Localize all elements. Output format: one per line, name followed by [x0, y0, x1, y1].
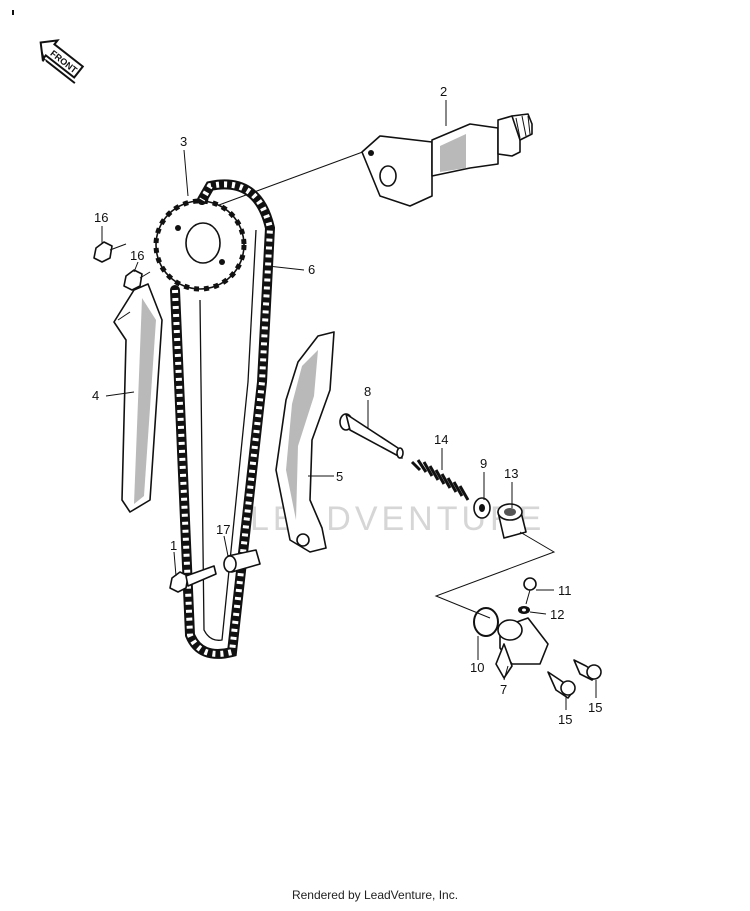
callout-6: 6: [308, 262, 315, 277]
callout-16-upper: 16: [94, 210, 108, 225]
callout-1: 1: [170, 538, 177, 553]
bolt-16-upper: [93, 241, 127, 263]
bolt-1: [169, 565, 217, 593]
camshaft: [361, 113, 533, 207]
callout-17: 17: [216, 522, 230, 537]
callout-15-right: 15: [588, 700, 602, 715]
cam-chain: [170, 179, 276, 659]
front-arrow-icon: FRONT: [39, 39, 85, 84]
camshaft-axis-line: [199, 149, 369, 213]
callout-16-lower: 16: [130, 248, 144, 263]
callout-2: 2: [440, 84, 447, 99]
callout-4: 4: [92, 388, 99, 403]
chain-guide: [113, 283, 163, 513]
footer-credit: Rendered by LeadVenture, Inc.: [291, 888, 459, 902]
callout-11: 11: [558, 583, 572, 598]
callout-7: 7: [500, 682, 507, 697]
callout-labels: 2 3 16 16 6 4 5 8 14 9 13 1 17 11 12 10 …: [92, 84, 602, 727]
callout-10: 10: [470, 660, 484, 675]
nut-9: [473, 497, 491, 519]
callout-12: 12: [550, 607, 564, 622]
collar-17: [223, 549, 261, 573]
tensioner-body-7: [495, 617, 549, 679]
sleeve-13: [497, 503, 527, 539]
leader-lines: [101, 100, 597, 710]
assembly-guide-line: [434, 531, 556, 619]
bolt-16-lower: [123, 269, 151, 291]
callout-3: 3: [180, 134, 187, 149]
washer-12: [518, 606, 530, 614]
callout-15-left: 15: [558, 712, 572, 727]
cam-sprocket: [153, 198, 247, 292]
screw-11: [523, 577, 537, 605]
callout-9: 9: [480, 456, 487, 471]
callout-14: 14: [434, 432, 448, 447]
callout-8: 8: [364, 384, 371, 399]
callout-13: 13: [504, 466, 518, 481]
spring-14: [410, 459, 470, 501]
callout-5: 5: [336, 469, 343, 484]
o-ring-10: [473, 607, 499, 637]
bolt-15-right: [573, 659, 602, 681]
chain-tensioner-guide: [275, 331, 335, 553]
pin-8: [339, 413, 404, 459]
bolt-15-left: [547, 671, 576, 699]
corner-mark: [12, 10, 14, 15]
